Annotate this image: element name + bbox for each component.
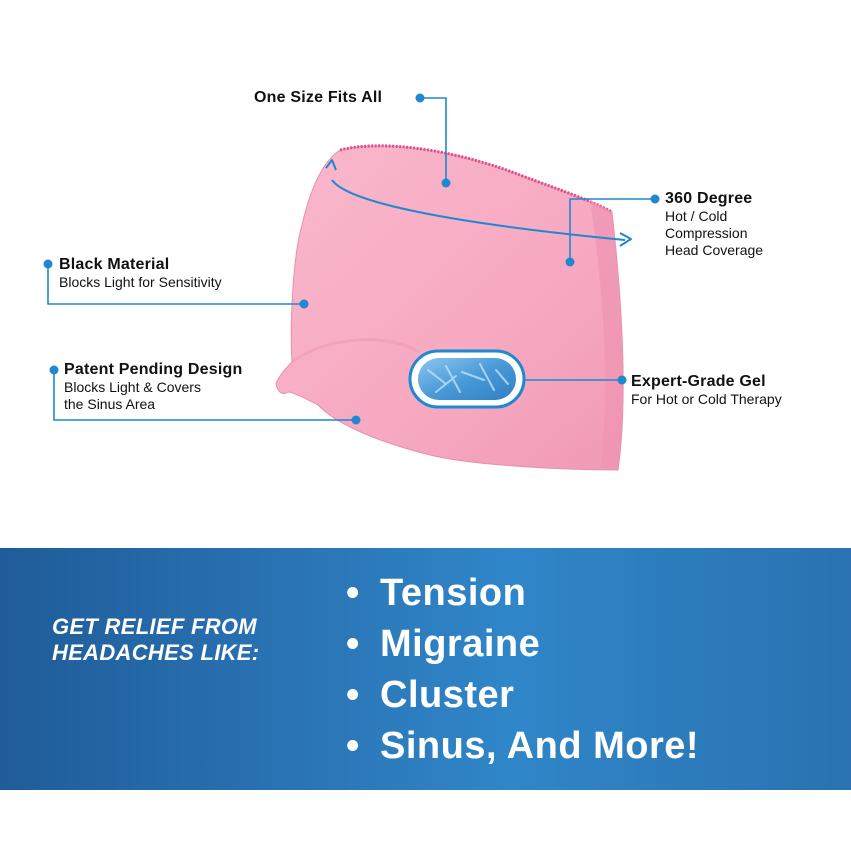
banner-heading-line: GET RELIEF FROM xyxy=(52,614,257,639)
condition-item: • Sinus, And More! xyxy=(346,721,699,772)
leader-line-360 xyxy=(569,198,655,262)
conditions-list: • Tension • Migraine • Cluster • Sinus, And … xyxy=(346,568,699,772)
leader-line-patent xyxy=(53,370,356,421)
callout-line: the Sinus Area xyxy=(64,395,156,412)
callout-dot xyxy=(415,93,425,103)
condition-label: Sinus, And More! xyxy=(380,725,700,767)
gel-mask-image xyxy=(275,144,624,471)
leader-line-one-size xyxy=(420,97,447,183)
callout-one-size: One Size Fits All xyxy=(254,88,382,107)
callout-title: Patent Pending Design xyxy=(64,361,243,378)
callout-dot xyxy=(49,365,59,375)
bullet-icon: • xyxy=(346,623,360,665)
callout-patent-pending: Patent Pending Design Blocks Light & Cov… xyxy=(64,360,242,413)
callout-title: Expert-Grade Gel xyxy=(631,373,766,390)
callout-title: Black Material xyxy=(59,256,170,273)
callout-line: Head Coverage xyxy=(665,241,764,258)
callout-dot xyxy=(351,415,361,425)
callout-360-degree: 360 Degree Hot / Cold Compression Head C… xyxy=(665,189,763,259)
banner-heading: GET RELIEF FROM HEADACHES LIKE: xyxy=(52,614,312,667)
bullet-icon: • xyxy=(346,572,360,614)
condition-label: Cluster xyxy=(380,674,515,716)
callout-line: Hot / Cold xyxy=(665,208,728,225)
callout-line: Compression xyxy=(665,224,748,241)
callout-black-material: Black Material Blocks Light for Sensitiv… xyxy=(59,255,222,291)
callout-expert-gel: Expert-Grade Gel For Hot or Cold Therapy xyxy=(631,372,782,408)
callout-title: One Size Fits All xyxy=(254,89,383,106)
callout-dot xyxy=(43,259,53,269)
rotation-arrow-icon xyxy=(325,159,632,247)
callout-dot xyxy=(617,375,627,385)
callout-dot xyxy=(650,194,660,204)
callout-title: 360 Degree xyxy=(665,190,753,207)
condition-item: • Cluster xyxy=(346,670,699,721)
condition-item: • Migraine xyxy=(346,619,699,670)
callout-dot xyxy=(565,257,575,267)
leader-line-black-material xyxy=(47,264,304,305)
condition-label: Tension xyxy=(380,572,527,614)
callout-dot xyxy=(299,299,309,309)
bullet-icon: • xyxy=(346,725,360,767)
condition-label: Migraine xyxy=(380,623,541,665)
banner-heading-line: HEADACHES LIKE: xyxy=(52,640,260,666)
callout-line: For Hot or Cold Therapy xyxy=(631,391,782,408)
callout-line: Blocks Light & Covers xyxy=(64,379,201,396)
relief-banner: GET RELIEF FROM HEADACHES LIKE: • Tension… xyxy=(0,548,851,790)
callout-line: Blocks Light for Sensitivity xyxy=(59,274,222,291)
condition-item: • Tension xyxy=(346,568,699,619)
callout-dot xyxy=(441,178,451,188)
bullet-icon: • xyxy=(346,674,360,716)
